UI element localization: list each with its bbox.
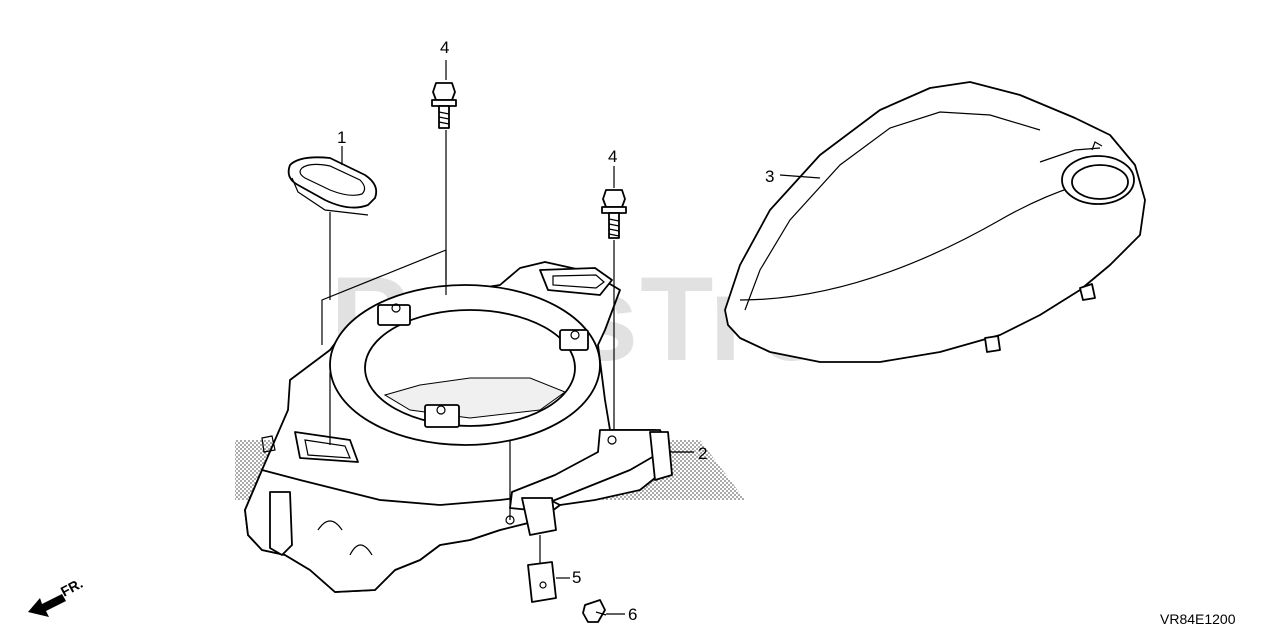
screw [582, 599, 607, 623]
fan-housing [244, 261, 673, 593]
bolt-upper [431, 82, 457, 129]
front-direction-arrow: FR. [28, 575, 85, 617]
callout-2: 2 [698, 444, 707, 463]
callout-5: 5 [572, 568, 581, 587]
grommet [287, 156, 378, 216]
callout-1: 1 [337, 128, 346, 147]
callout-6: 6 [628, 605, 637, 624]
engine-cover [724, 81, 1146, 363]
diagram-code: VR84E1200 [1160, 611, 1236, 627]
callout-4-upper: 4 [440, 38, 449, 57]
clip-nut [527, 561, 557, 603]
callout-3: 3 [765, 167, 774, 186]
bolt-right [601, 189, 627, 239]
leader-lines [321, 60, 821, 615]
callout-4-right: 4 [608, 147, 617, 166]
